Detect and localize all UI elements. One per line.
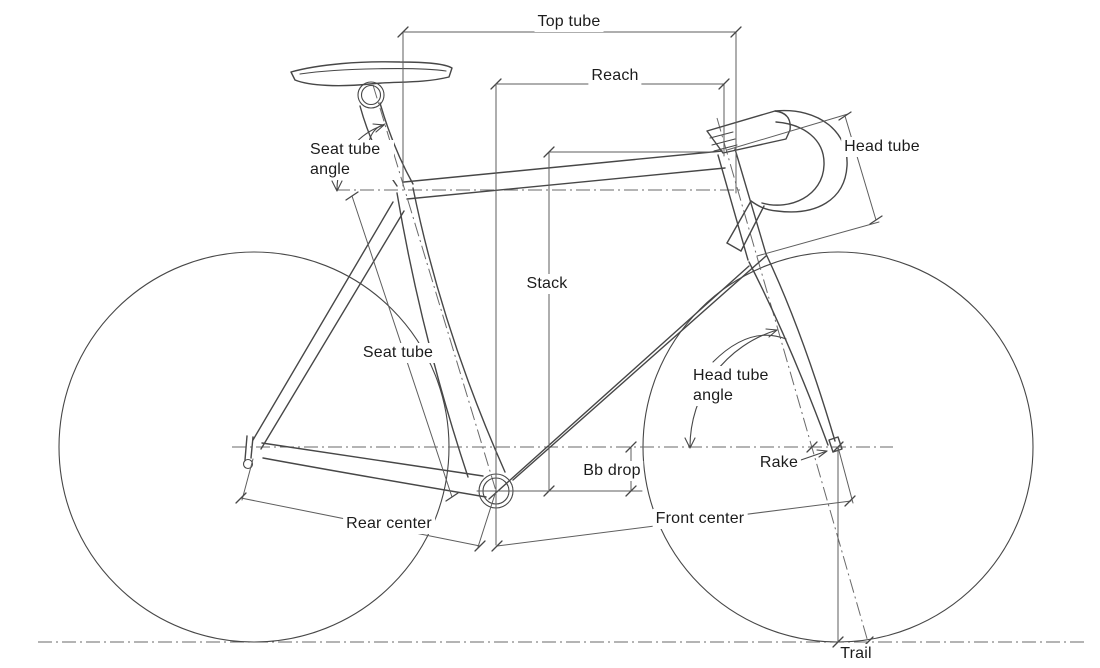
fork [748, 253, 843, 453]
steering-axis-centerline [716, 117, 869, 643]
top-tube-dimension [397, 26, 742, 194]
head-tube-dimension [726, 111, 883, 257]
stack-dimension [495, 83, 713, 546]
label-reach: Reach [588, 66, 642, 86]
label-bb-drop: Bb drop [580, 461, 644, 481]
label-trail: Trail [837, 644, 875, 664]
label-front-center: Front center [652, 509, 748, 529]
label-seat-tube: Seat tube [359, 343, 437, 363]
stem [706, 110, 791, 154]
label-stack: Stack [523, 274, 571, 294]
label-seat-tube-angle: Seat tube angle [308, 140, 394, 180]
label-head-tube: Head tube [841, 137, 923, 157]
reach-dimension [490, 78, 730, 157]
label-head-tube-angle: Head tube angle [691, 366, 783, 406]
handlebar-drop [726, 109, 848, 252]
label-top-tube: Top tube [534, 12, 604, 32]
frame-seat-tube [396, 187, 506, 478]
rear-dropout [242, 435, 254, 470]
seatpost-clamp [357, 81, 385, 109]
frame-down-tube [488, 255, 767, 500]
trail-dimension [832, 446, 874, 648]
label-rake: Rake [756, 453, 802, 473]
label-rear-center: Rear center [343, 514, 435, 534]
frame-top-tube [403, 150, 726, 200]
frame-chainstays [261, 442, 487, 498]
saddle [290, 61, 453, 87]
frame-seat-stays [252, 201, 405, 450]
